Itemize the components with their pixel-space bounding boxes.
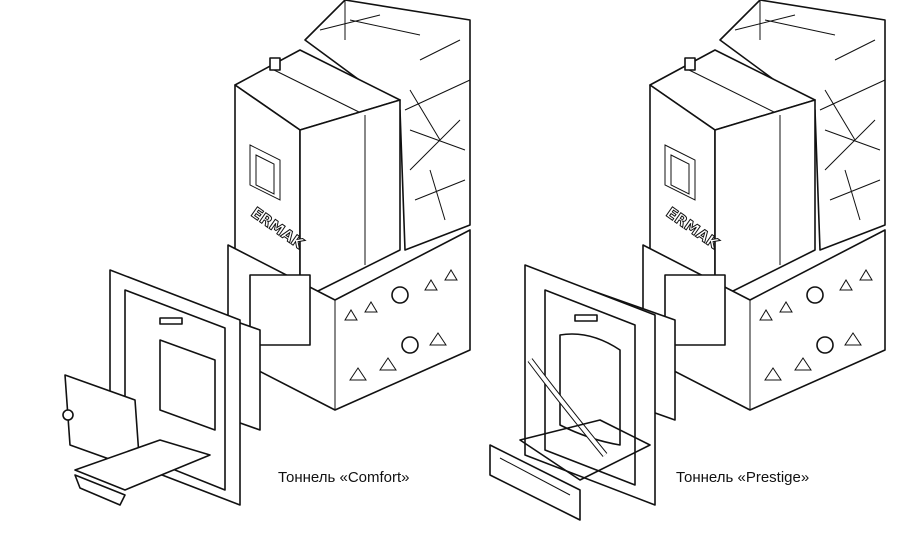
caption-prestige: Тоннель «Prestige» (676, 469, 810, 486)
tunnel-opening (159, 339, 216, 431)
stove-comfort (62, 0, 471, 506)
door-handle (62, 409, 74, 421)
tunnel-plate (159, 317, 183, 325)
tunnel-plate (574, 314, 598, 322)
stove-prestige (489, 0, 886, 521)
caption-comfort: Тоннель «Comfort» (278, 469, 410, 486)
ash-tray (74, 439, 211, 491)
ash-drawer-front (489, 444, 581, 521)
